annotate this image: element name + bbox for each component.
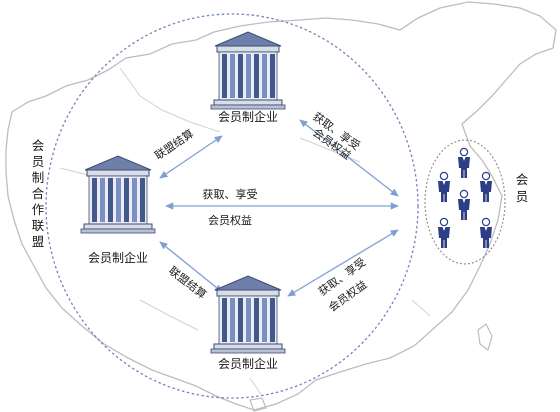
member-person-icon xyxy=(480,171,492,202)
member-person-icon xyxy=(438,217,450,248)
alliance-label-char-4: 合 xyxy=(32,186,45,201)
alliance-label-char-5: 作 xyxy=(32,202,45,217)
rights-middle-line1: 获取、享受 xyxy=(203,187,258,201)
enterprise-top-icon xyxy=(210,31,286,110)
map-outline xyxy=(5,1,557,411)
alliance-label-char-1: 会 xyxy=(32,138,45,153)
enterprise-left-label: 会员制企业 xyxy=(88,250,148,265)
enterprise-bottom-icon xyxy=(210,275,286,354)
member-person-icon xyxy=(438,171,450,202)
island-hainan xyxy=(249,397,267,412)
arrow-rights-top xyxy=(299,119,399,197)
members-ellipse xyxy=(424,139,506,265)
alliance-label-char-7: 盟 xyxy=(32,234,45,249)
member-person-icon xyxy=(458,147,470,178)
members-label: 会 员 xyxy=(516,172,529,204)
alliance-label-char-6: 联 xyxy=(32,218,45,233)
arrow-settlement-upper xyxy=(159,135,223,179)
alliance-ellipse xyxy=(45,13,419,399)
settlement-lower-label: 联盟结算 xyxy=(166,263,209,301)
enterprise-left-icon xyxy=(80,155,156,234)
enterprise-top-label: 会员制企业 xyxy=(218,109,278,124)
member-person-icon xyxy=(458,189,470,220)
members-label-char-2: 员 xyxy=(516,189,529,204)
settlement-upper-label: 联盟结算 xyxy=(152,126,196,162)
member-person-icon xyxy=(480,217,492,248)
arrow-settlement-lower xyxy=(159,241,223,293)
island-taiwan xyxy=(477,323,493,352)
alliance-label: 会 员 制 合 作 联 盟 xyxy=(32,138,45,249)
members-label-char-1: 会 xyxy=(516,172,529,187)
rights-middle-line2: 会员权益 xyxy=(208,213,252,227)
enterprise-bottom-label: 会员制企业 xyxy=(218,356,278,371)
alliance-label-char-2: 员 xyxy=(32,154,45,169)
alliance-label-char-3: 制 xyxy=(32,170,45,185)
arrow-rights-bottom xyxy=(287,229,399,297)
